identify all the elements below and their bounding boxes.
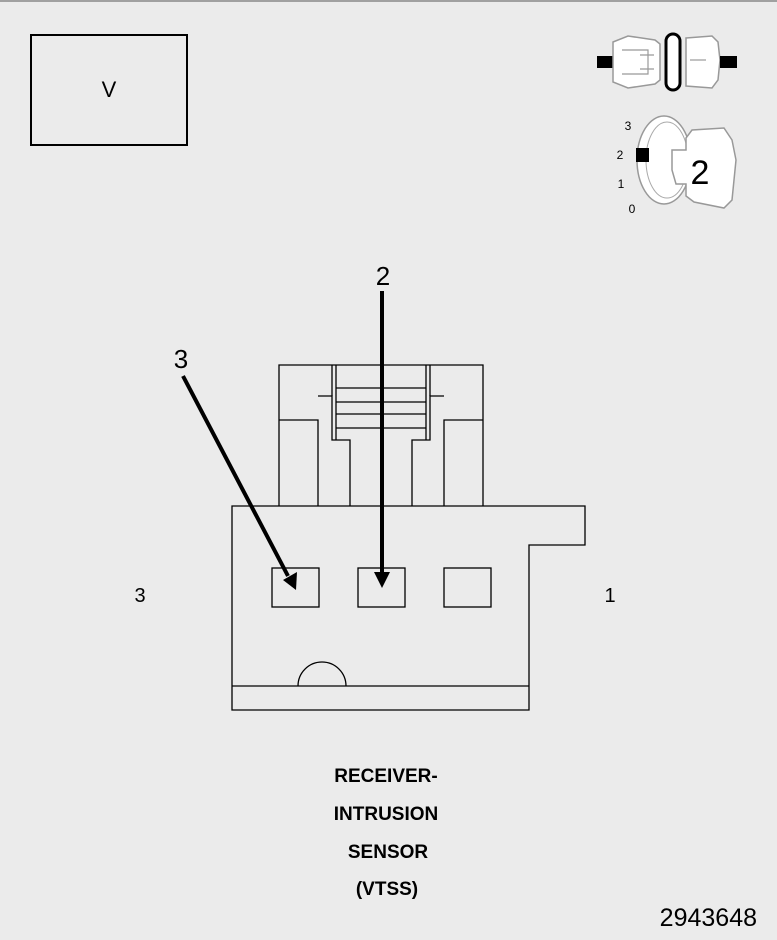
side-label-right: 1	[604, 585, 615, 607]
meter-mode-box: V	[30, 34, 188, 146]
connector-body	[231, 364, 586, 711]
connector-disconnect-icon	[597, 32, 737, 92]
connector-name-line-4: (VTSS)	[356, 879, 418, 900]
connector-name-line-2: INTRUSION	[334, 804, 439, 825]
ignition-position-3: 3	[625, 119, 632, 133]
key-head	[671, 127, 737, 209]
side-label-left: 3	[134, 585, 145, 607]
key-position-value: 2	[691, 154, 710, 192]
terminal-cavity-3	[271, 567, 320, 608]
callout-3: 3	[174, 344, 188, 374]
connector-name-line-3: SENSOR	[348, 842, 429, 863]
connector-name-line-1: RECEIVER-	[334, 766, 437, 787]
figure-number: 2943648	[660, 904, 757, 932]
ignition-position-0: 0	[629, 202, 636, 216]
callout-2: 2	[376, 261, 390, 291]
ignition-key-icon: 3 2 1 0 2	[617, 115, 737, 216]
ignition-position-1: 1	[618, 177, 625, 191]
probe-arrow-3	[181, 375, 297, 590]
terminal-cavity-1	[443, 567, 492, 608]
ignition-position-marker	[636, 148, 649, 162]
ignition-position-2: 2	[617, 148, 624, 162]
probe-arrow-2	[374, 291, 390, 588]
meter-mode-label: V	[102, 77, 117, 102]
